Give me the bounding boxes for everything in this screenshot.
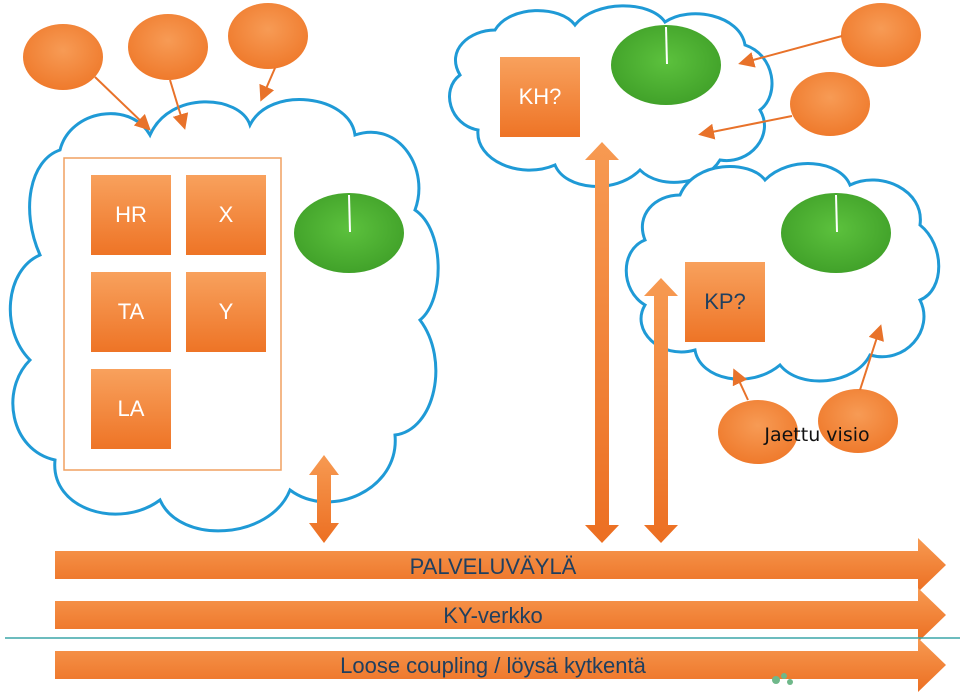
vision-disc-top (611, 25, 721, 105)
vision-disc-right (781, 193, 891, 273)
svg-text:KP?: KP? (704, 289, 746, 314)
bus-arrow-loose (55, 638, 946, 692)
box-y: Y (186, 272, 266, 352)
box-x: X (186, 175, 266, 255)
svg-text:HR: HR (115, 202, 147, 227)
double-arrow-right (644, 278, 678, 543)
right-cloud (624, 162, 941, 383)
box-hr: HR (91, 175, 171, 255)
stakeholder-ball-2 (128, 14, 208, 80)
svg-text:KH?: KH? (519, 84, 562, 109)
bus-label-network: KY-verkko (443, 603, 542, 628)
vision-disc-left (294, 193, 404, 273)
box-la: LA (91, 369, 171, 449)
shared-vision-label: Jaettu visio (763, 424, 869, 446)
svg-text:LA: LA (118, 396, 145, 421)
stakeholder-ball-5 (790, 72, 870, 136)
influence-arrows (94, 35, 884, 401)
bus-arrow-network (55, 588, 946, 642)
double-arrow-left (309, 455, 339, 543)
stakeholder-ball-4 (841, 3, 921, 67)
box-kh: KH? (500, 57, 580, 137)
stakeholder-ball-7 (818, 389, 898, 453)
double-arrow-center (585, 142, 619, 543)
decorative-logo-icon (772, 673, 793, 685)
svg-text:X: X (219, 202, 234, 227)
stakeholder-ball-3 (228, 3, 308, 69)
svg-text:TA: TA (118, 299, 145, 324)
bus-label-loose: Loose coupling / löysä kytkentä (340, 653, 647, 678)
stakeholder-ball-6 (718, 400, 798, 464)
box-kp: KP? (685, 262, 765, 342)
module-frame (63, 157, 282, 471)
svg-text:Y: Y (219, 299, 234, 324)
box-ta: TA (91, 272, 171, 352)
stakeholder-ball-1 (23, 24, 103, 90)
bus-label-service: PALVELUVÄYLÄ (410, 554, 577, 579)
bus-arrow-service (55, 538, 946, 592)
